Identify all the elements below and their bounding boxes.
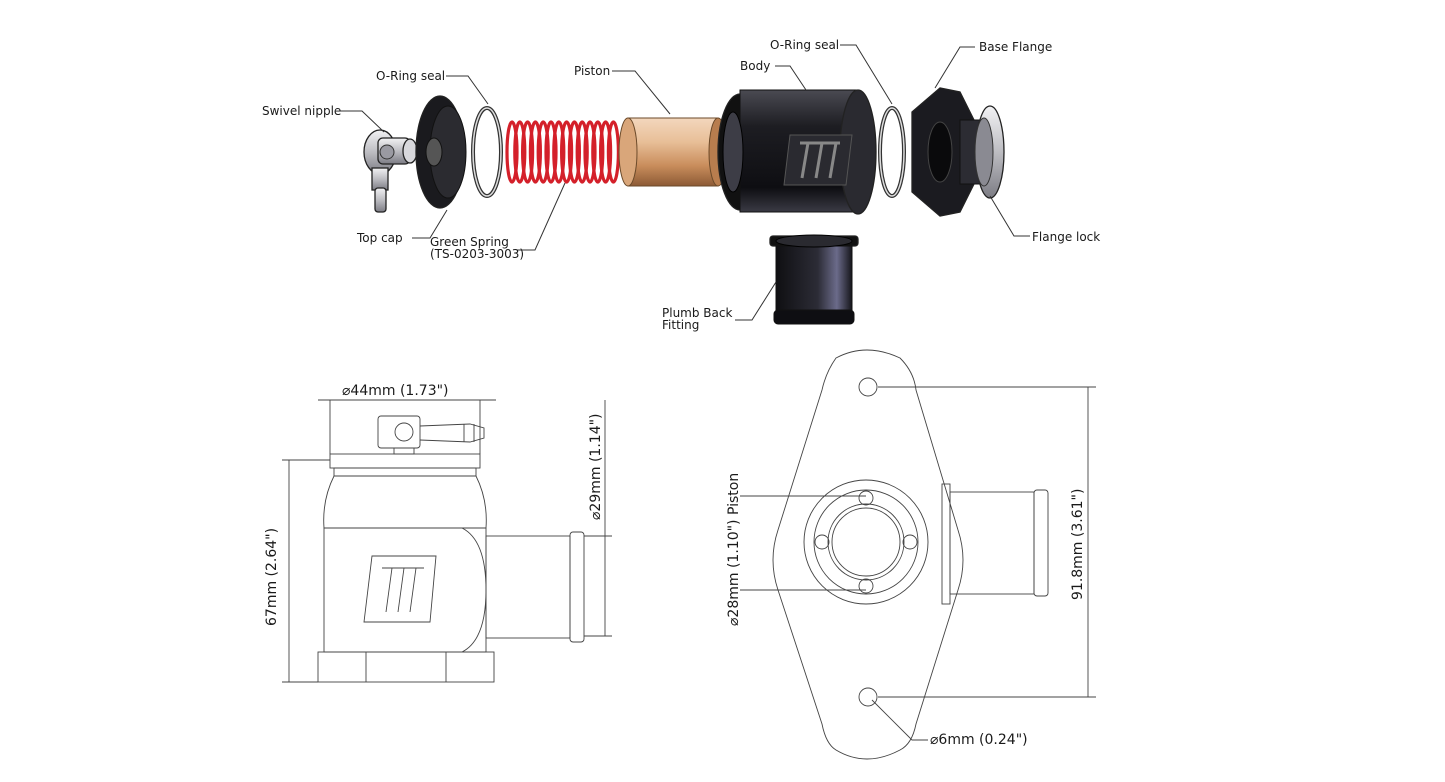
side-view — [282, 399, 612, 683]
label-swivel-nipple: Swivel nipple — [262, 104, 341, 118]
label-oring-seal-left: O-Ring seal — [376, 69, 445, 83]
spring-coil — [583, 120, 597, 184]
top-cap-part — [415, 95, 467, 209]
piston-part — [618, 117, 728, 187]
plumb-back-fitting-part — [769, 234, 859, 325]
spring-coil — [606, 120, 621, 184]
label-green-spring: Green Spring — [430, 235, 509, 249]
spring-coil — [536, 120, 550, 184]
body-part — [717, 89, 877, 215]
label-green-spring-part-no: (TS-0203-3003) — [430, 247, 524, 261]
label-flange-lock: Flange lock — [1032, 230, 1100, 244]
spring-coil — [528, 120, 543, 184]
swivel-nipple-part — [363, 129, 418, 213]
leader-lines — [339, 44, 1030, 321]
base-flange-part — [911, 87, 985, 217]
label-body: Body — [740, 59, 770, 73]
label-plumb-back: Plumb Back — [662, 306, 732, 320]
spring-coil — [520, 120, 535, 184]
spring-coil — [552, 120, 566, 184]
spring-part — [505, 120, 621, 184]
dim-hole: ⌀6mm (0.24") — [930, 732, 1028, 748]
dim-side-height: 67mm (2.64") — [264, 528, 280, 626]
spring-coil — [544, 120, 558, 184]
flange-view — [740, 349, 1096, 760]
spring-coil — [567, 120, 582, 184]
spring-coil — [575, 120, 589, 184]
spring-coil — [559, 120, 574, 184]
spring-coil — [505, 120, 519, 184]
label-plumb-back-fitting: Fitting — [662, 318, 699, 332]
flange-lock-part — [974, 105, 1005, 199]
dim-piston: ⌀28mm (1.10") Piston — [726, 473, 742, 626]
spring-coil — [591, 120, 605, 184]
label-piston: Piston — [574, 64, 610, 78]
spring-coil — [513, 120, 527, 184]
label-oring-seal-right: O-Ring seal — [770, 38, 839, 52]
dim-side-width: ⌀44mm (1.73") — [342, 383, 449, 399]
spring-coil — [598, 120, 613, 184]
dim-side-outlet: ⌀29mm (1.14") — [588, 413, 604, 520]
label-base-flange: Base Flange — [979, 40, 1052, 54]
dim-flange-length: 91.8mm (3.61") — [1070, 489, 1086, 600]
label-top-cap: Top cap — [356, 231, 403, 245]
